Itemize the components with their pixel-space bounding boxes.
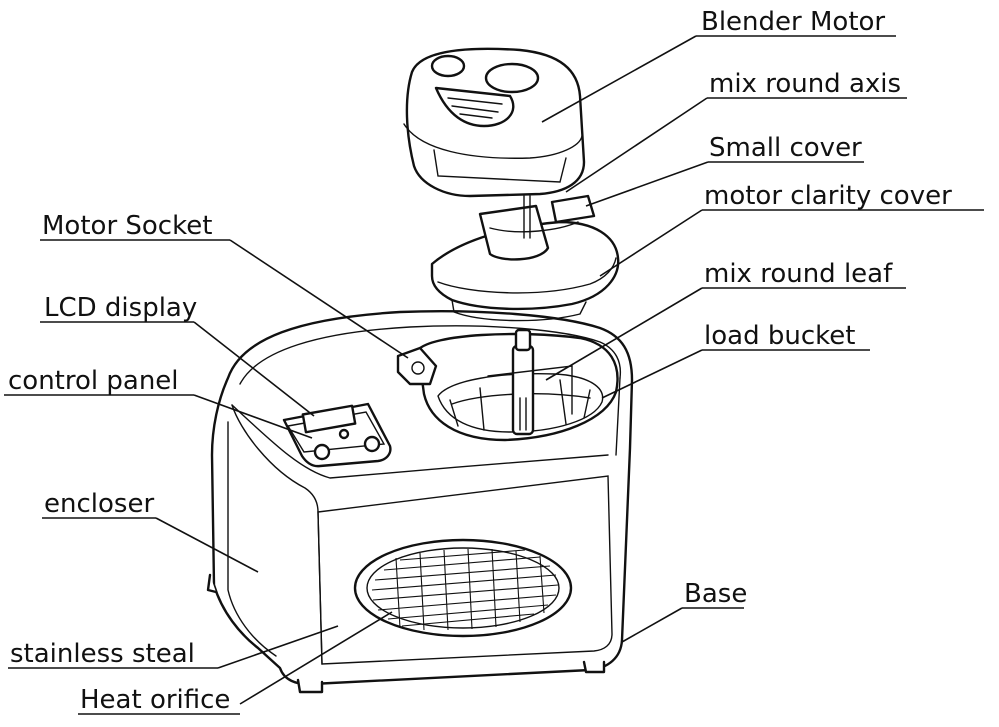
callout-labels: Blender Motor mix round axis Small cover…	[4, 7, 984, 715]
label-blender-motor: Blender Motor	[701, 7, 885, 37]
leader-lines	[155, 35, 709, 705]
label-mix-round-leaf: mix round leaf	[704, 259, 893, 289]
leader-stainless-steal	[217, 625, 339, 669]
label-motor-socket: Motor Socket	[42, 211, 212, 241]
motor-clarity-cover	[430, 194, 620, 322]
label-small-cover: Small cover	[709, 133, 862, 163]
leader-mix-round-axis	[565, 97, 708, 193]
leader-motor-socket	[229, 239, 409, 359]
label-encloser: encloser	[44, 489, 154, 519]
label-mix-round-axis: mix round axis	[709, 69, 901, 99]
leader-heat-orifice	[239, 611, 393, 705]
leader-motor-clarity-cover	[599, 209, 703, 277]
leader-mix-round-leaf	[545, 287, 703, 381]
blender-motor	[403, 47, 586, 198]
label-control-panel: control panel	[8, 366, 179, 396]
leader-lcd-display	[193, 321, 315, 417]
leader-base	[621, 607, 683, 643]
label-motor-clarity-cover: motor clarity cover	[704, 181, 952, 211]
leader-encloser	[155, 517, 259, 573]
label-heat-orifice: Heat orifice	[80, 685, 230, 715]
control-panel-unit	[282, 402, 392, 468]
heat-orifice-grille	[353, 538, 573, 638]
leader-load-bucket	[601, 349, 703, 399]
label-base: Base	[684, 579, 747, 609]
leader-control-panel	[193, 394, 313, 439]
label-lcd-display: LCD display	[44, 293, 197, 323]
label-stainless-steal: stainless steal	[10, 639, 195, 669]
label-load-bucket: load bucket	[704, 321, 855, 351]
leader-blender-motor	[541, 35, 697, 123]
leader-small-cover	[585, 161, 709, 207]
